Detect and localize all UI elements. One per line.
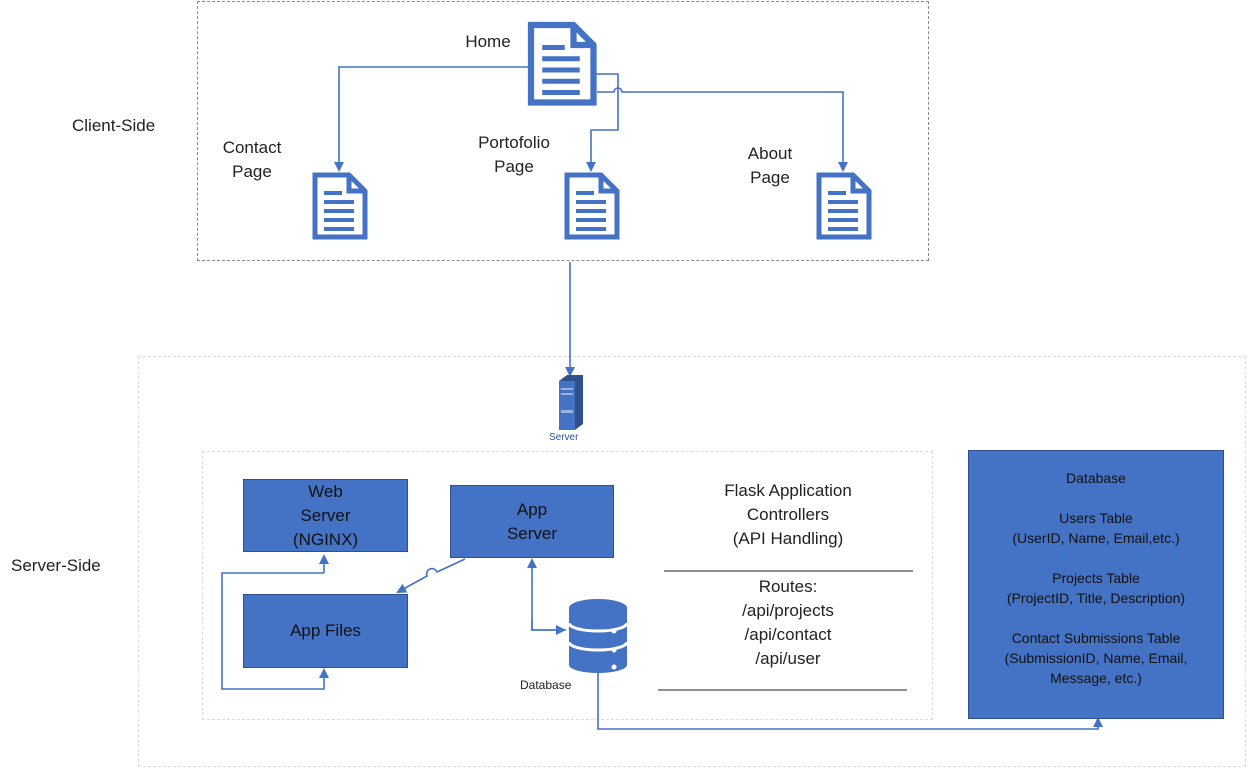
about-line-1: About bbox=[747, 144, 793, 163]
home-to-portfolio-connector bbox=[585, 73, 619, 172]
route-item: /api/contact bbox=[744, 625, 832, 644]
server-icon bbox=[559, 375, 583, 430]
web-server-line-3: (NGINX) bbox=[292, 529, 359, 549]
portfolio-line-2: Page bbox=[494, 157, 534, 176]
table-fields: Message, etc.) bbox=[1050, 670, 1142, 686]
app-server-box: App Server bbox=[450, 485, 614, 558]
projects-table-entry: Projects Table (ProjectID, Title, Descri… bbox=[969, 568, 1223, 608]
controllers-line-1: Flask Application bbox=[724, 481, 852, 500]
table-fields: (ProjectID, Title, Description) bbox=[1006, 590, 1186, 606]
app-server-to-app-files-connector bbox=[396, 558, 466, 593]
controllers-line-3: (API Handling) bbox=[732, 529, 844, 548]
route-item: /api/user bbox=[755, 649, 821, 668]
about-page-label: About Page bbox=[730, 142, 810, 190]
database-to-panel-connector bbox=[597, 672, 1103, 730]
home-document-icon bbox=[531, 25, 594, 103]
portfolio-line-1: Portofolio bbox=[478, 133, 550, 152]
portfolio-document-icon bbox=[567, 175, 617, 237]
server-inner-container bbox=[202, 451, 933, 720]
about-line-2: Page bbox=[750, 168, 790, 187]
table-fields: (SubmissionID, Name, Email, bbox=[1004, 650, 1188, 666]
app-server-line-2: Server bbox=[506, 523, 558, 543]
database-to-app-server-connector bbox=[527, 558, 566, 631]
database-icon bbox=[567, 599, 629, 673]
web-server-box: Web Server (NGINX) bbox=[243, 479, 408, 552]
contact-line-1: Contact bbox=[222, 138, 282, 157]
client-side-label: Client-Side bbox=[72, 116, 156, 135]
client-connectors bbox=[334, 66, 848, 377]
table-name: Projects Table bbox=[1052, 570, 1140, 586]
database-icon-label: Database bbox=[520, 678, 572, 692]
table-name: Users Table bbox=[1059, 510, 1133, 526]
database-panel-title: Database bbox=[1066, 470, 1126, 486]
client-side-container bbox=[197, 1, 929, 261]
app-server-line-1: App bbox=[516, 499, 548, 519]
routes-list: Routes: /api/projects /api/contact /api/… bbox=[688, 575, 888, 671]
web-server-line-1: Web bbox=[308, 481, 343, 501]
about-document-icon bbox=[819, 175, 869, 237]
portfolio-page-label: Portofolio Page bbox=[464, 131, 564, 179]
database-panel: Database Users Table (UserID, Name, Emai… bbox=[968, 450, 1224, 719]
routes-label: Routes: bbox=[758, 577, 818, 596]
web-server-line-2: Server bbox=[300, 505, 351, 525]
server-connectors bbox=[221, 554, 1103, 730]
home-to-contact-connector bbox=[334, 66, 529, 172]
app-files-label: App Files bbox=[290, 621, 361, 640]
home-label: Home bbox=[465, 32, 511, 51]
users-table-entry: Users Table (UserID, Name, Email,etc.) bbox=[969, 508, 1223, 548]
app-files-box: App Files bbox=[243, 594, 408, 668]
route-item: /api/projects bbox=[742, 601, 834, 620]
contact-submissions-table-entry: Contact Submissions Table (SubmissionID,… bbox=[969, 628, 1223, 688]
contact-line-2: Page bbox=[232, 162, 272, 181]
server-icon-label: Server bbox=[549, 432, 579, 443]
app-files-to-web-server-connector bbox=[221, 572, 329, 690]
controllers-line-2: Controllers bbox=[746, 505, 830, 524]
table-fields: (UserID, Name, Email,etc.) bbox=[1012, 530, 1180, 546]
controllers-title: Flask Application Controllers (API Handl… bbox=[688, 479, 888, 551]
contact-document-icon bbox=[315, 175, 365, 237]
server-side-container bbox=[138, 356, 1246, 767]
table-name: Contact Submissions Table bbox=[1011, 630, 1181, 646]
server-side-label: Server-Side bbox=[11, 556, 101, 575]
app-server-to-database-connector bbox=[531, 620, 566, 635]
contact-page-label: Contact Page bbox=[212, 136, 292, 184]
